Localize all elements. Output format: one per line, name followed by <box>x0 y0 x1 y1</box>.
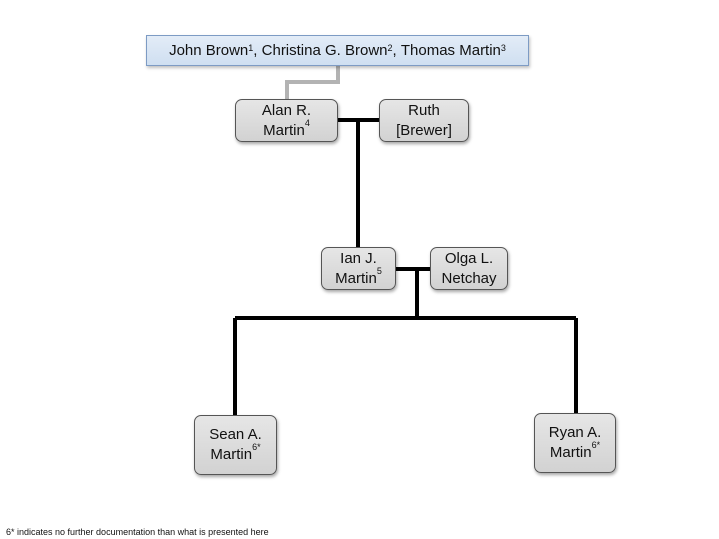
person-surname: [Brewer] <box>396 121 452 139</box>
ancestor-separator: , <box>392 42 401 59</box>
footnote-ref: 4 <box>304 117 310 128</box>
footnote-ref: 6* <box>591 440 601 450</box>
person-surname-line: Martin6* <box>210 442 261 465</box>
person-box-olga: Olga L. Netchay <box>430 247 508 290</box>
person-surname: Martin <box>210 446 253 463</box>
ancestor-name: John Brown <box>169 42 249 59</box>
person-surname-line: Martin4 <box>263 117 310 141</box>
footnote-ref: 5 <box>376 265 382 276</box>
ancestor-connector <box>285 66 340 99</box>
person-box-alan: Alan R. Martin4 <box>235 99 338 142</box>
person-box-ruth: Ruth [Brewer] <box>379 99 469 142</box>
footnote-text: 6* indicates no further documentation th… <box>6 527 269 537</box>
person-first-name: Sean A. <box>209 426 262 443</box>
person-box-ian: Ian J. Martin5 <box>321 247 396 290</box>
person-first-name: Ian J. <box>340 249 377 267</box>
person-first-name: Ryan A. <box>548 424 602 441</box>
person-box-ryan: Ryan A. Martin6* <box>534 413 616 473</box>
person-surname: Netchay <box>441 269 497 287</box>
footnote-ref: 3 <box>500 43 506 53</box>
footnote-ref: 1 <box>248 43 254 53</box>
person-surname-line: Martin6* <box>549 440 601 463</box>
footnote-ref: 6* <box>252 442 261 452</box>
person-surname: Martin <box>263 121 305 139</box>
ancestor-separator: , <box>253 42 262 59</box>
footnote-ref: 2 <box>387 43 393 53</box>
person-first-name: Alan R. <box>261 101 312 119</box>
person-first-name: Olga L. <box>444 249 494 267</box>
person-surname: Martin <box>335 269 377 287</box>
person-first-name: Ruth <box>408 101 440 119</box>
person-surname: Martin <box>549 444 592 461</box>
ancestor-name: Christina G. Brown <box>261 42 388 59</box>
person-surname-line: Martin5 <box>335 265 382 289</box>
person-box-sean: Sean A. Martin6* <box>194 415 277 475</box>
ancestor-name: Thomas Martin <box>400 42 501 59</box>
